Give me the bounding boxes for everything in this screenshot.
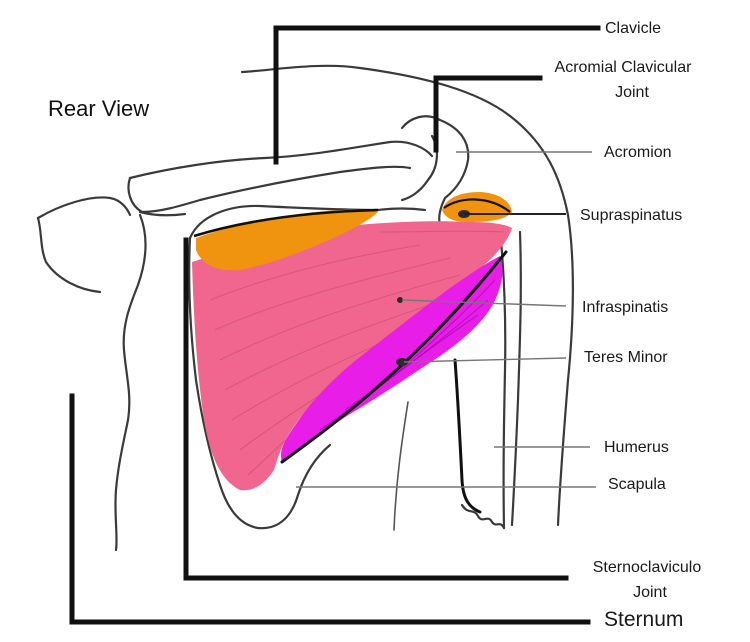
label-sternum: Sternum [604, 608, 683, 631]
scapula-bone [188, 204, 427, 530]
view-title: Rear View [48, 96, 149, 121]
humerus-bone [453, 228, 522, 530]
teres-minor-leader [403, 357, 567, 363]
label-teres-minor: Teres Minor [584, 349, 668, 366]
label-infraspinatis: Infraspinatis [582, 299, 668, 316]
labels: Clavicle Acromial Clavicular Joint Acrom… [555, 20, 702, 631]
label-supraspinatus: Supraspinatus [580, 207, 682, 224]
teres-minor-muscle [280, 250, 508, 464]
sc-joint-bracket [183, 237, 569, 581]
label-sc-joint-line1: Sternoclaviculo [593, 559, 702, 576]
label-acromion: Acromion [604, 144, 672, 161]
label-scapula: Scapula [608, 476, 666, 493]
label-sc-joint-line2: Joint [633, 584, 667, 601]
clavicle-bracket [273, 25, 601, 165]
leader-lines [296, 151, 596, 488]
body-outline [36, 64, 574, 552]
infraspinatis-muscle [192, 221, 512, 491]
callout-brackets [69, 25, 601, 625]
label-ac-joint-line2: Joint [615, 84, 649, 101]
infraspinatis-leader [401, 299, 567, 307]
label-ac-joint-line1: Acromial Clavicular [555, 59, 693, 76]
sternum-bracket [69, 393, 591, 625]
label-clavicle: Clavicle [605, 20, 661, 37]
clavicle-bone [127, 140, 434, 217]
ac-joint-bracket [433, 75, 543, 153]
label-humerus: Humerus [604, 439, 669, 456]
